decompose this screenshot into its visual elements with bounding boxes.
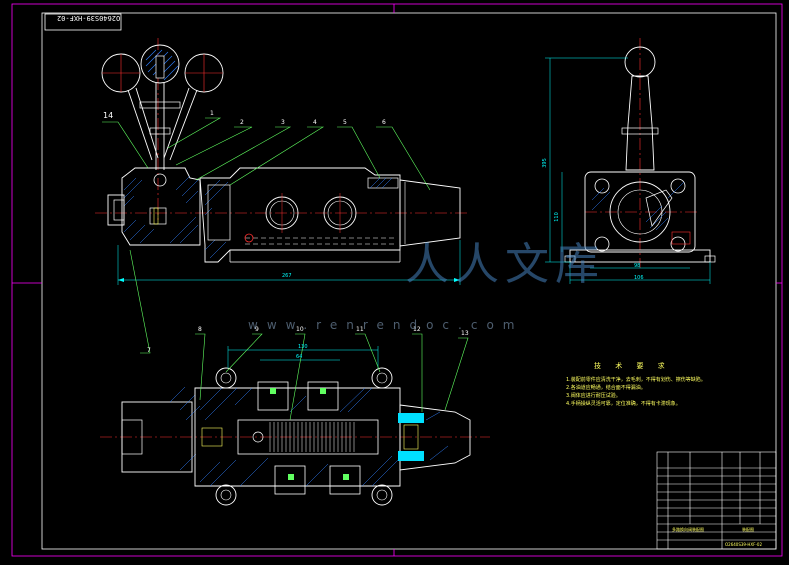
balloon-11: 11: [356, 326, 364, 333]
dim-plan-width-2: 64: [296, 354, 303, 360]
dim-side-width-outer: 106: [634, 275, 644, 281]
outer-frame: [11, 3, 783, 557]
balloon-2: 2: [240, 119, 244, 126]
balloon-8: 8: [198, 326, 202, 333]
balloon-6: 6: [382, 119, 386, 126]
note-item: 2.各油道应畅通，结合面不得漏油。: [566, 385, 646, 391]
balloon-10: 10: [296, 326, 304, 333]
dim-side-height: 395: [541, 158, 548, 168]
balloon-7: 7: [147, 347, 151, 354]
balloon-4: 4: [313, 119, 317, 126]
handle-knob-center: [140, 44, 180, 84]
balloon-1: 1: [210, 110, 214, 117]
notes-title: 技 术 要 求: [594, 362, 671, 370]
title-block-material: 装配图: [742, 527, 754, 532]
front-view: [95, 38, 470, 354]
dim-front-length: 267: [282, 273, 292, 279]
inner-frame: [41, 12, 777, 550]
note-item: 1.装配前零件应清洗干净，去毛刺，不得有划伤、擦伤等缺陷。: [566, 377, 706, 383]
balloon-14: 14: [103, 111, 114, 120]
title-block-name: 多路换向阀装配图: [672, 527, 704, 532]
side-view: [545, 38, 716, 284]
side-knob: [624, 46, 656, 78]
balloon-5: 5: [343, 119, 347, 126]
note-item: 3.阀体应进行耐压试验。: [566, 393, 621, 399]
title-block-code: O2640S39-HXF-02: [725, 542, 762, 547]
dim-side-height-small: 110: [553, 212, 560, 222]
note-item: 4.手柄操纵灵活可靠，定位准确，不得有卡滞现象。: [566, 401, 681, 407]
balloon-9: 9: [255, 326, 259, 333]
title-block: [656, 451, 777, 550]
technical-requirements: 技 术 要 求 1.装配前零件应清洗干净，去毛刺，不得有划伤、擦伤等缺陷。 2.…: [566, 362, 766, 408]
dim-plan-width-1: 130: [298, 344, 308, 350]
balloon-13: 13: [461, 330, 469, 337]
dim-side-width-inner: 98: [634, 263, 641, 269]
balloon-3: 3: [281, 119, 285, 126]
balloon-12: 12: [413, 326, 421, 333]
drawing-number: O2640S39-HXF-02: [57, 14, 121, 22]
plan-view: [100, 333, 490, 506]
drawing-number-box: [44, 13, 122, 31]
